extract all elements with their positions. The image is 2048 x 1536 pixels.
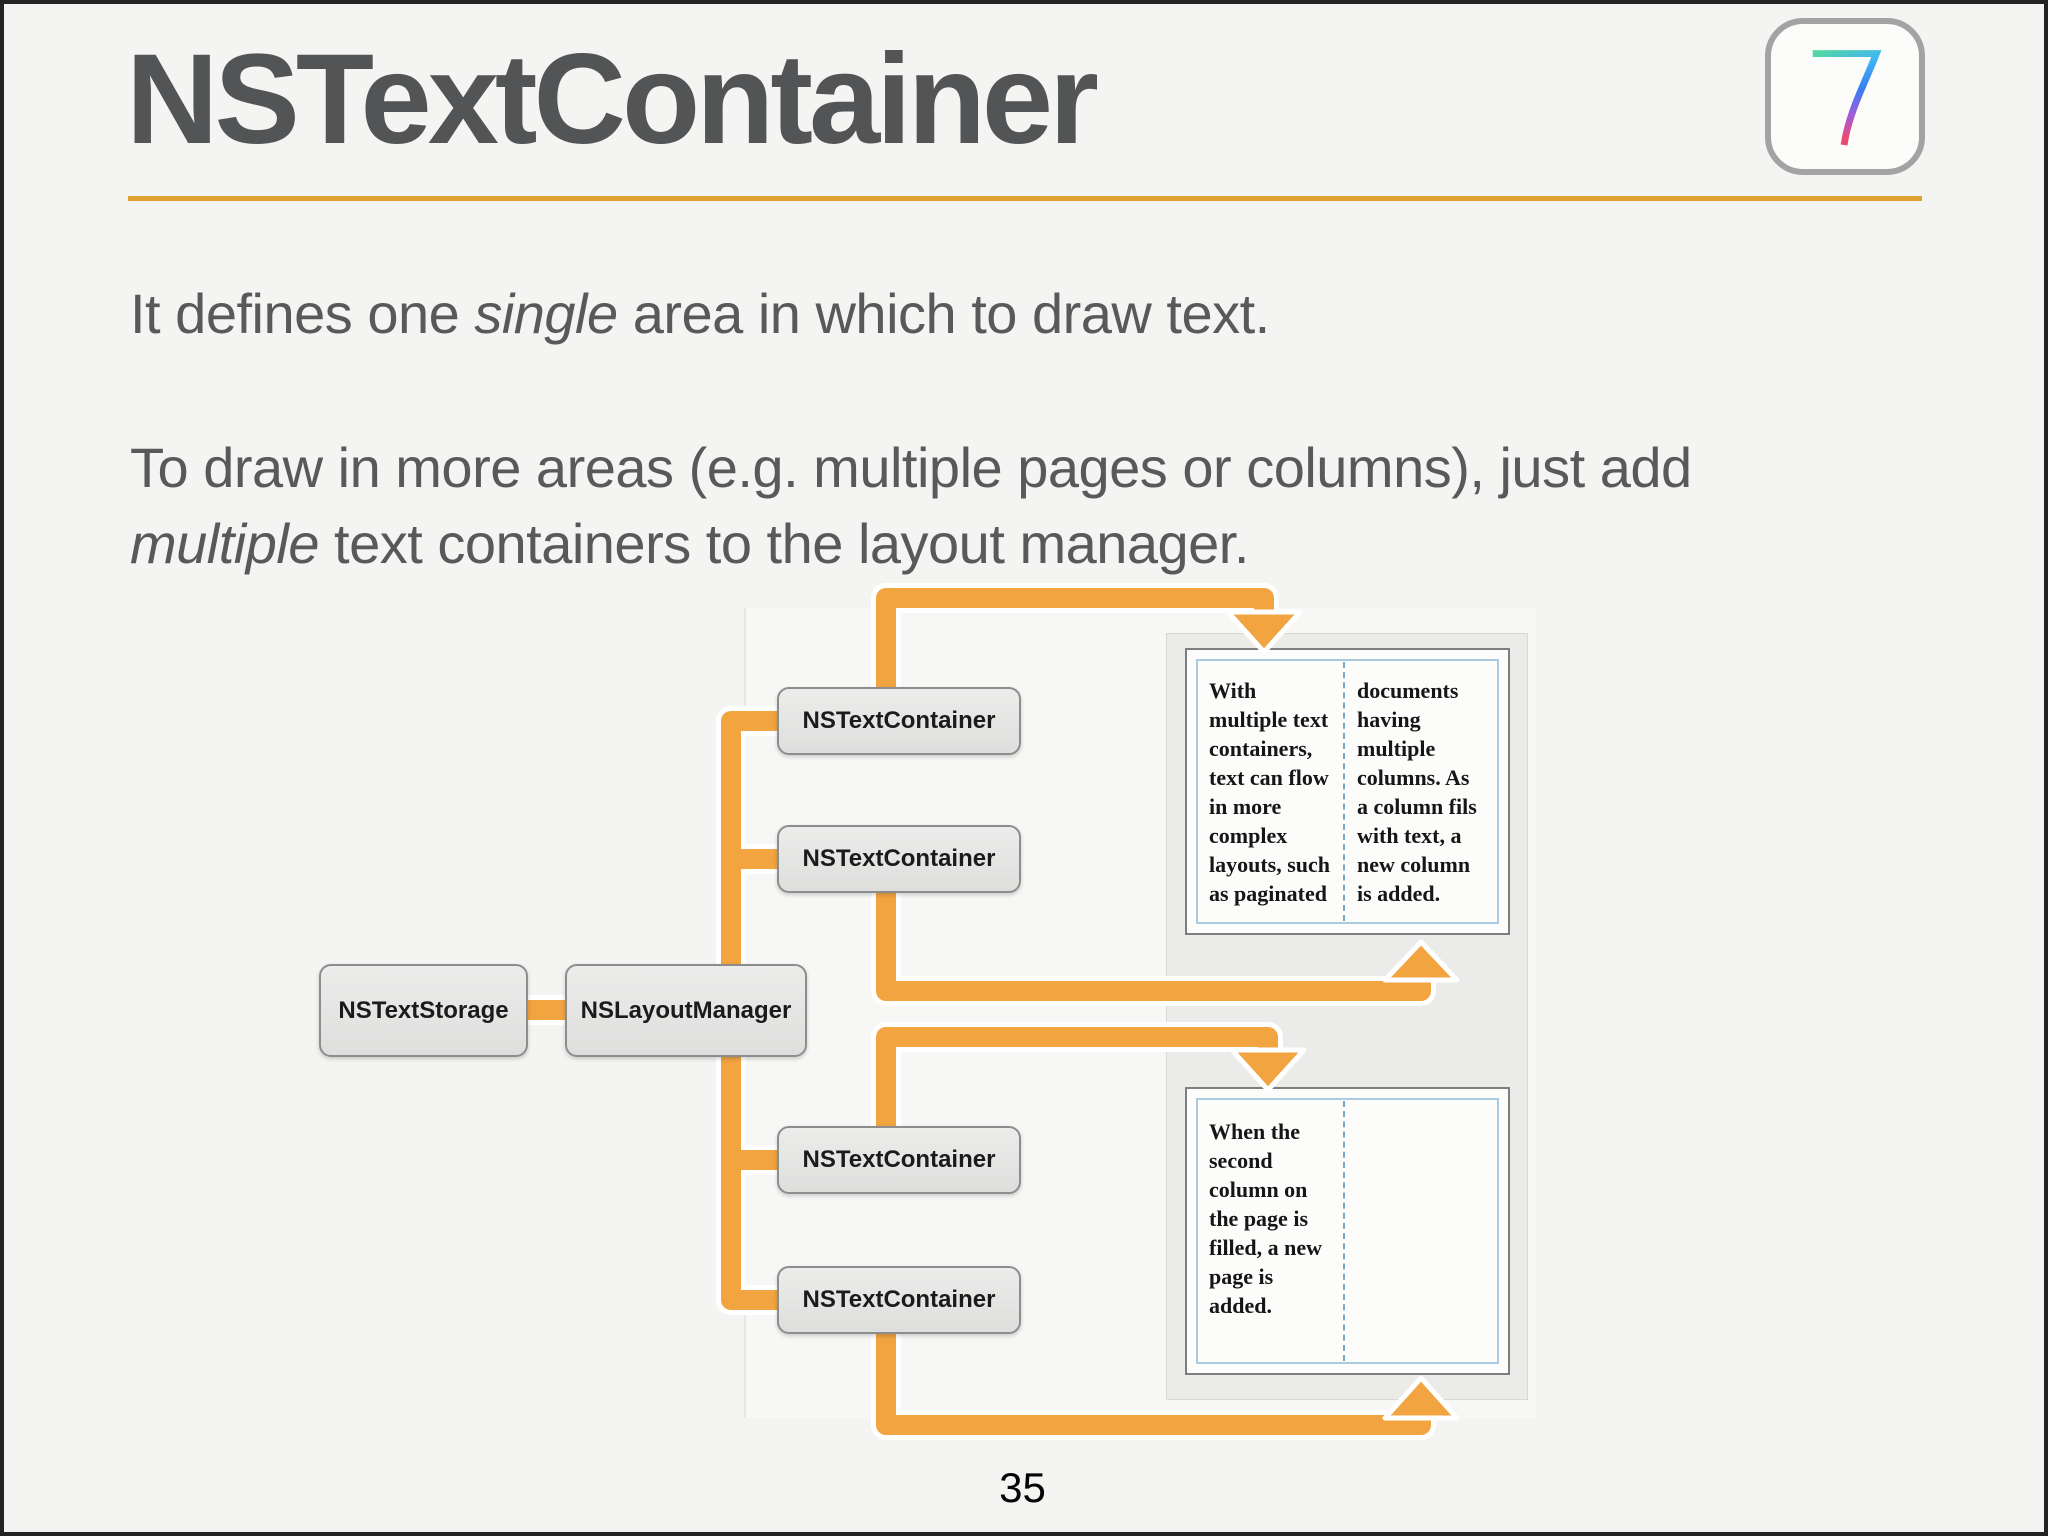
body-paragraph-1: It defines one single area in which to d… xyxy=(130,282,1270,345)
page2-column-divider xyxy=(1343,1101,1345,1361)
page1-column1: With multiple text containers, text can … xyxy=(1209,678,1331,906)
node-nstextcontainer-3: NSTextContainer xyxy=(777,1126,1021,1194)
page1-text-frame xyxy=(1196,659,1499,924)
page-thumbnail-2: When the second column on the page is fi… xyxy=(1185,1087,1510,1375)
body-paragraph-2: To draw in more areas (e.g. multiple pag… xyxy=(130,436,1692,575)
page1-column2: documents having multiple columns. As a … xyxy=(1357,678,1477,906)
arrowheads xyxy=(1225,609,1460,1421)
return-arrow-top xyxy=(876,889,1431,1001)
node-nstextcontainer-2: NSTextContainer xyxy=(777,825,1021,893)
page1-column-divider xyxy=(1343,662,1345,921)
arrowhead-up-page1 xyxy=(1382,939,1460,983)
slide-page-number: 35 xyxy=(999,1464,1046,1511)
node-nslayoutmanager: NSLayoutManager xyxy=(565,964,807,1057)
node-nstextcontainer-1: NSTextContainer xyxy=(777,687,1021,755)
page2-column1: When the second column on the page is fi… xyxy=(1209,1119,1323,1318)
flow-arrow-bottom xyxy=(876,1027,1278,1127)
ios7-badge-icon: 7 xyxy=(1765,18,1925,175)
flow-arrow-top xyxy=(876,588,1274,689)
page-thumbnail-1: With multiple text containers, text can … xyxy=(1185,648,1510,935)
arrowhead-up-page2 xyxy=(1382,1375,1460,1421)
page2-text-frame xyxy=(1196,1098,1499,1364)
arrowhead-down-page2 xyxy=(1229,1047,1307,1093)
ios7-seven-glyph: 7 xyxy=(1812,50,1882,146)
italic-word-single: single xyxy=(474,282,618,345)
arrowhead-down-page1 xyxy=(1225,609,1303,655)
node-nstextstorage: NSTextStorage xyxy=(319,964,528,1057)
title-rule xyxy=(128,196,1922,201)
node-nstextcontainer-4: NSTextContainer xyxy=(777,1266,1021,1334)
italic-word-multiple: multiple xyxy=(130,512,319,575)
page-title: NSTextContainer xyxy=(126,28,1099,171)
